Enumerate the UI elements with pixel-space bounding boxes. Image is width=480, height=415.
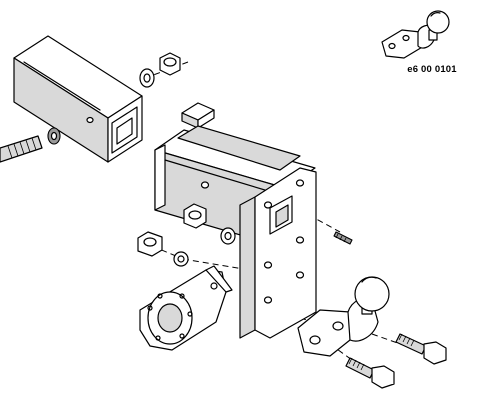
threaded-rod [0,135,43,163]
mounting-plate [239,167,317,339]
middle-nut [183,203,207,229]
middle-washer [220,227,236,245]
lower-washer [173,251,189,267]
bolt-left [345,357,395,389]
rod-washer [47,127,61,145]
bolt-right [395,333,447,365]
receiver-washer [139,68,155,88]
key-block [181,102,215,129]
locking-pin [333,231,353,245]
tow-ball [297,276,390,357]
lower-nut [137,231,163,257]
approval-thumbnail [381,10,450,59]
socket-bracket [139,265,233,351]
approval-code-label: e6 00 0101 [407,64,457,75]
receiver-nut [159,52,181,76]
receiver-tube [13,35,143,163]
